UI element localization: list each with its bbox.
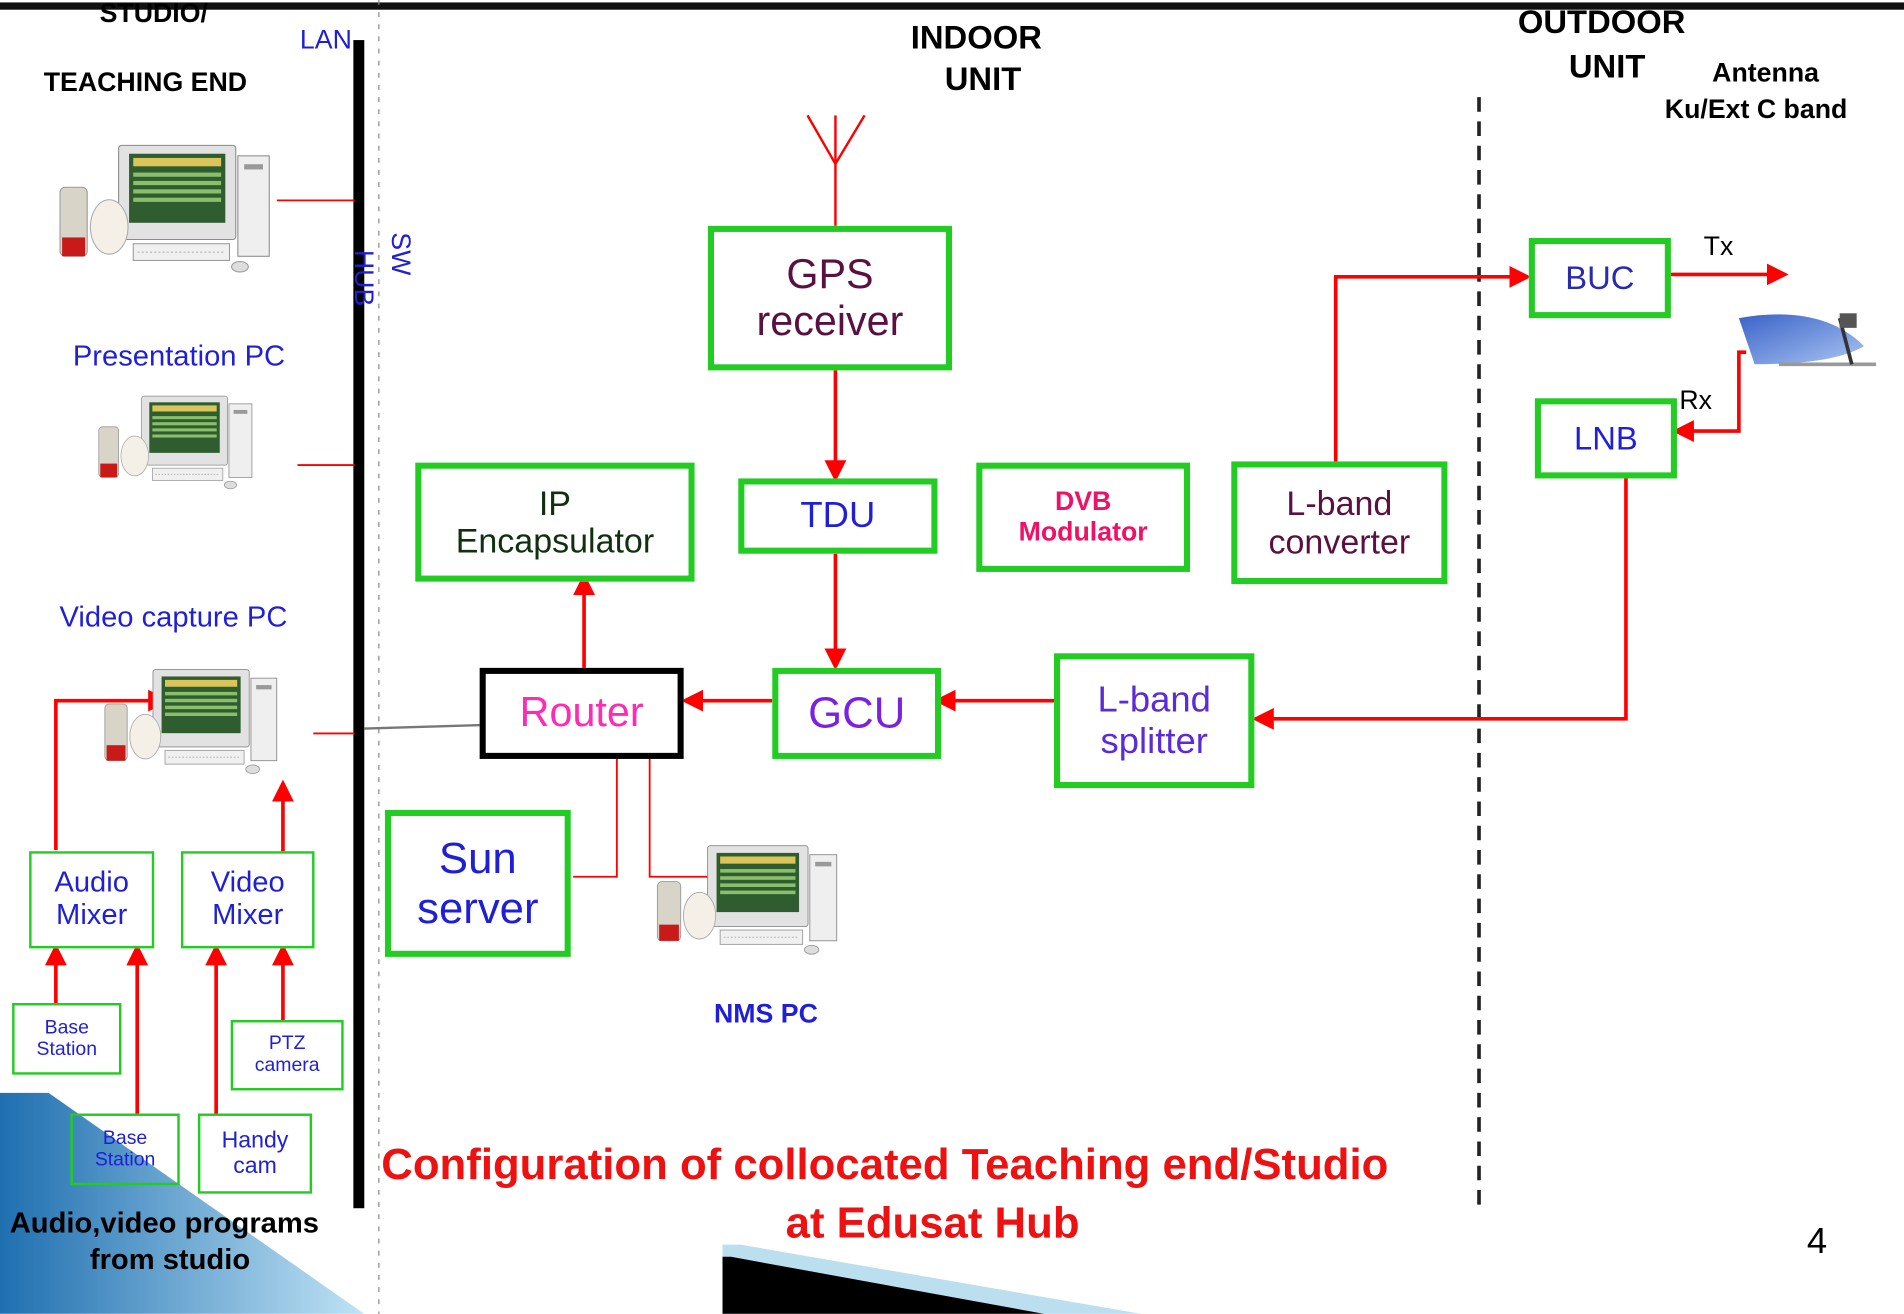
ip-encapsulator-line2: Encapsulator	[455, 522, 655, 560]
base-station-2-block: Base Station	[70, 1113, 180, 1186]
dvb-modulator-line2: Modulator	[1018, 516, 1148, 547]
tx-label: Tx	[1703, 230, 1734, 262]
lnb-label: LNB	[1574, 419, 1638, 457]
ptz-camera-line2: camera	[254, 1055, 320, 1076]
base-station-2-line1: Base	[102, 1127, 148, 1149]
lband-converter-line1: L-band	[1286, 484, 1393, 523]
heading-indoor-line1: INDOOR	[910, 19, 1042, 56]
dvb-modulator-line1: DVB	[1054, 486, 1112, 517]
heading-studio-line2: TEACHING END	[43, 66, 248, 98]
handy-cam-block: Handy cam	[197, 1113, 313, 1194]
lband-splitter-block: L-band splitter	[1054, 653, 1255, 789]
lan-hub-bus	[353, 40, 365, 1209]
caption-line1: Configuration of collocated Teaching end…	[381, 1139, 1389, 1189]
router-block: Router	[479, 667, 684, 759]
gcu-block: GCU	[772, 667, 942, 759]
sun-server-line2: server	[417, 882, 539, 932]
video-mixer-line1: Video	[210, 865, 285, 899]
programs-label-line1: Audio,video programs	[9, 1207, 320, 1240]
page-number: 4	[1806, 1221, 1828, 1262]
presentation-pc-icon	[59, 144, 270, 273]
handy-cam-line2: cam	[233, 1153, 277, 1180]
tdu-label: TDU	[800, 495, 876, 536]
presentation-pc-label: Presentation PC	[72, 340, 286, 373]
dvb-modulator-block: DVB Modulator	[976, 462, 1191, 572]
gps-receiver-block: GPS receiver	[707, 225, 953, 371]
heading-antenna-line2: Ku/Ext C band	[1664, 93, 1848, 124]
satellite-dish-icon	[1738, 313, 1877, 367]
router-label: Router	[519, 690, 644, 737]
tdu-block: TDU	[738, 478, 938, 554]
top-rule	[0, 2, 1904, 10]
lband-converter-block: L-band converter	[1231, 461, 1448, 585]
ip-encapsulator-line1: IP	[538, 484, 572, 522]
heading-indoor-line2: UNIT	[944, 60, 1022, 98]
sun-server-line1: Sun	[438, 833, 517, 884]
caption-line2: at Edusat Hub	[785, 1197, 1080, 1248]
base-station-1-line1: Base	[44, 1017, 89, 1038]
heading-outdoor-line1: OUTDOOR	[1517, 3, 1686, 41]
lband-splitter-line1: L-band	[1097, 679, 1211, 720]
base-station-1-line2: Station	[36, 1038, 98, 1060]
presentation-pc-2-icon	[98, 395, 253, 490]
buc-block: BUC	[1528, 238, 1671, 319]
hub-label: HUB	[348, 249, 380, 307]
buc-label: BUC	[1565, 259, 1635, 297]
audio-mixer-line1: Audio	[54, 865, 129, 899]
gps-receiver-line1: GPS	[786, 251, 874, 299]
nms-pc-label: NMS PC	[714, 998, 818, 1029]
router-lan-link	[364, 723, 486, 730]
sw-label: SW	[385, 232, 417, 276]
gcu-label: GCU	[808, 687, 906, 738]
heading-studio-line1: STUDIO/	[99, 0, 208, 28]
lnb-block: LNB	[1534, 398, 1677, 479]
video-capture-pc-icon	[104, 668, 278, 775]
ip-encapsulator-block: IP Encapsulator	[415, 462, 695, 582]
lband-converter-line2: converter	[1268, 522, 1411, 561]
lband-splitter-line2: splitter	[1100, 720, 1208, 761]
rx-label: Rx	[1679, 384, 1713, 416]
ptz-camera-line1: PTZ	[268, 1033, 306, 1055]
lan-label: LAN	[299, 24, 352, 55]
handy-cam-line1: Handy	[221, 1127, 289, 1154]
heading-outdoor-line2: UNIT	[1568, 48, 1646, 86]
nms-pc-icon	[656, 845, 838, 955]
audio-mixer-line2: Mixer	[56, 898, 128, 932]
heading-antenna-line1: Antenna	[1712, 57, 1820, 88]
base-station-2-line2: Station	[94, 1149, 156, 1170]
video-mixer-block: Video Mixer	[180, 851, 315, 949]
ptz-camera-block: PTZ camera	[230, 1020, 344, 1091]
gps-antenna-icon	[806, 114, 866, 226]
video-mixer-line2: Mixer	[212, 898, 284, 932]
audio-mixer-block: Audio Mixer	[29, 851, 155, 949]
sun-server-block: Sun server	[384, 809, 571, 957]
decorative-swoosh	[0, 1092, 1142, 1314]
base-station-1-block: Base Station	[12, 1003, 122, 1075]
gps-receiver-line2: receiver	[756, 298, 904, 345]
programs-label-line2: from studio	[89, 1243, 251, 1277]
video-capture-pc-label: Video capture PC	[59, 601, 288, 634]
